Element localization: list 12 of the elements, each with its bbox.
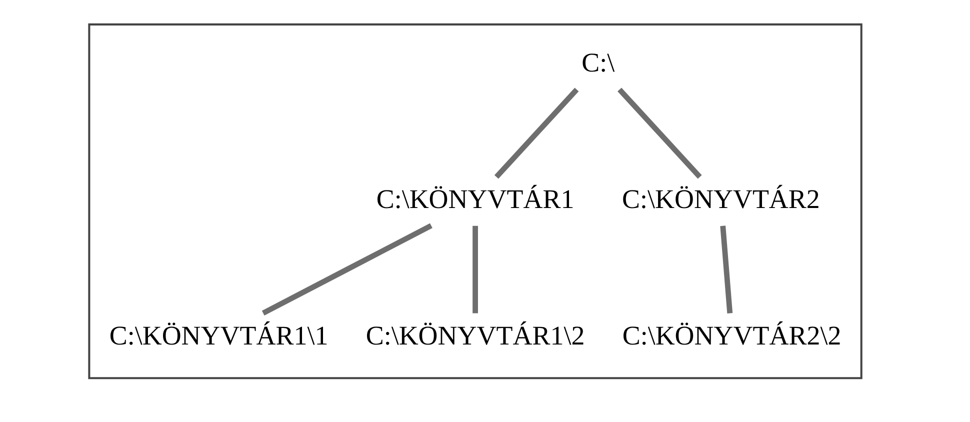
node-text: C:\KÖNYVTÁR2\2 (622, 320, 842, 350)
node-text: C:\KÖNYVTÁR1\1 (109, 320, 328, 350)
node-text: C:\ (582, 48, 615, 78)
connector (262, 223, 432, 316)
node-text: C:\KÖNYVTÁR1\2 (366, 320, 585, 350)
connector (720, 226, 733, 314)
connector (472, 226, 478, 314)
connector (618, 88, 702, 179)
cluster (88, 23, 862, 380)
node-text: C:\KÖNYVTÁR1 (376, 184, 574, 214)
node-text: C:\KÖNYVTÁR2 (622, 184, 820, 214)
connector (494, 88, 579, 179)
